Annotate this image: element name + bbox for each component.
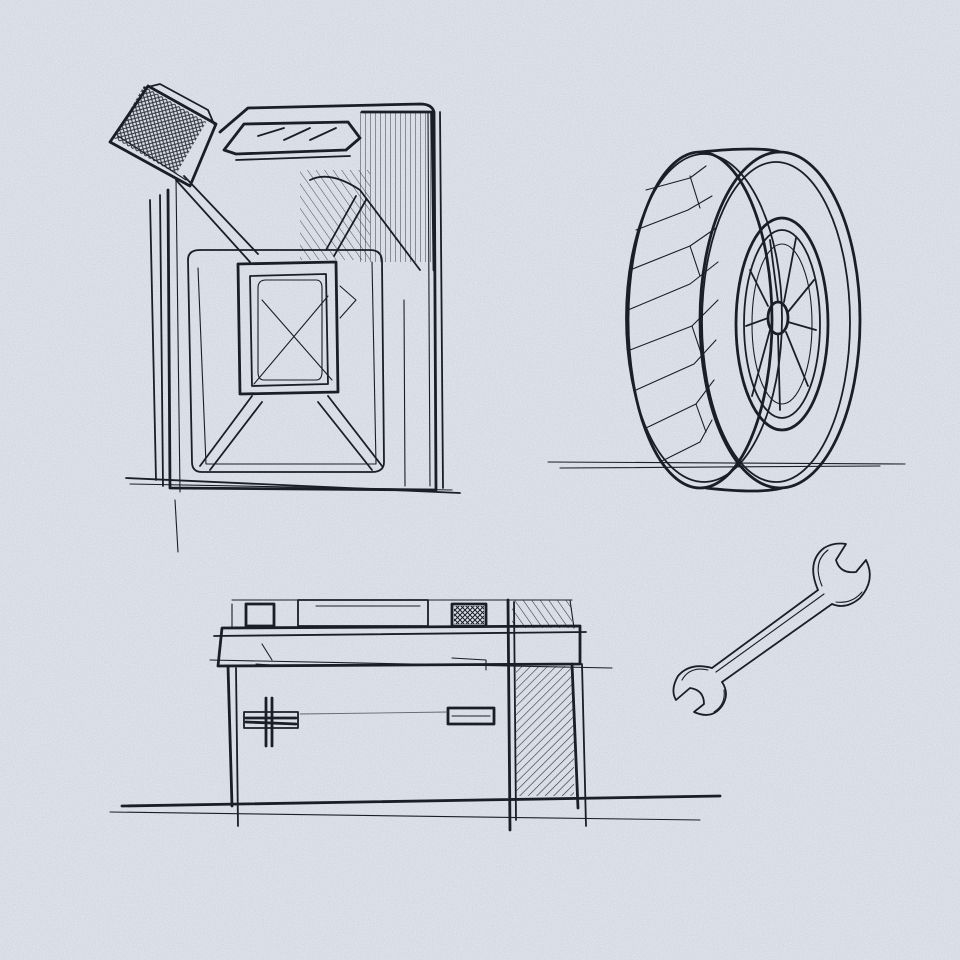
tire-sketch [547, 147, 906, 493]
jerry-can-sketch [108, 83, 461, 553]
wrench-sketch [672, 542, 871, 716]
battery-sketch [109, 598, 722, 832]
